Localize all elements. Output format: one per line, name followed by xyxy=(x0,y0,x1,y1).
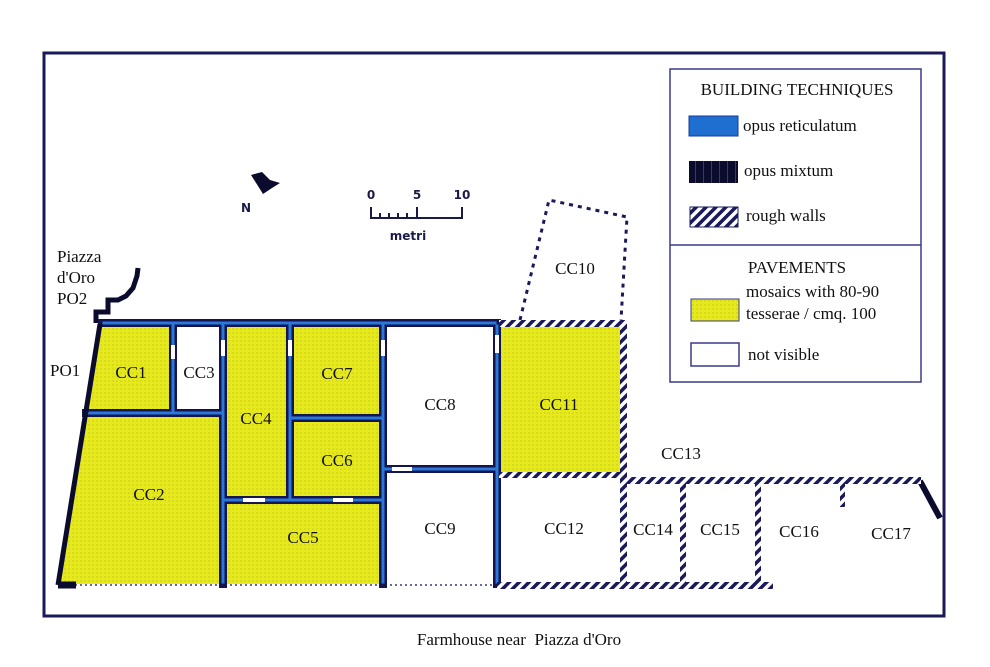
room-cc6: CC6 xyxy=(321,451,352,470)
scale-tick-0: 0 xyxy=(367,188,375,202)
legend-pavements-title: PAVEMENTS xyxy=(748,258,846,277)
mosaic-floors xyxy=(58,325,623,584)
piazza-label-line2: d'Oro xyxy=(57,268,95,287)
legend-mosaic-line2: tesserae / cmq. 100 xyxy=(746,304,876,323)
room-cc17: CC17 xyxy=(871,524,911,543)
cc10-outline xyxy=(518,198,629,321)
po1-label: PO1 xyxy=(50,361,80,380)
mixtum-walls xyxy=(55,267,943,589)
room-cc10: CC10 xyxy=(555,259,595,278)
room-cc11: CC11 xyxy=(539,395,578,414)
room-cc14: CC14 xyxy=(633,520,673,539)
room-cc5: CC5 xyxy=(287,528,318,547)
room-cc16: CC16 xyxy=(779,522,819,541)
room-cc13: CC13 xyxy=(661,444,701,463)
swatch-rough xyxy=(689,206,739,228)
north-label: N xyxy=(241,201,251,215)
swatch-reticulatum xyxy=(688,115,739,137)
legend-mosaic-line1: mosaics with 80-90 xyxy=(746,282,879,301)
legend-reticulatum: opus reticulatum xyxy=(743,116,857,135)
north-arrow-icon xyxy=(251,172,280,194)
outer-frame xyxy=(42,51,946,618)
room-cc15: CC15 xyxy=(700,520,740,539)
legend-techniques-title: BUILDING TECHNIQUES xyxy=(701,80,894,99)
swatch-mosaic xyxy=(690,298,740,322)
po2-label: PO2 xyxy=(57,289,87,308)
room-cc1: CC1 xyxy=(115,363,146,382)
room-cc9: CC9 xyxy=(424,519,455,538)
north-arrow: N xyxy=(241,172,280,215)
room-cc2: CC2 xyxy=(133,485,164,504)
plan-caption: Farmhouse near Piazza d'Oro xyxy=(417,630,621,649)
reticulatum-walls xyxy=(82,319,501,588)
rough-walls xyxy=(497,320,921,589)
room-labels: CC1 CC2 CC3 CC4 CC5 CC6 CC7 CC8 CC9 CC10… xyxy=(115,259,911,547)
legend: BUILDING TECHNIQUES opus reticulatum opu… xyxy=(669,68,922,383)
room-cc3: CC3 xyxy=(183,363,214,382)
room-cc4: CC4 xyxy=(240,409,272,428)
scale-unit: metri xyxy=(390,229,426,243)
piazza-label-line1: Piazza xyxy=(57,247,102,266)
swatch-not-visible xyxy=(690,342,740,367)
swatch-mixtum xyxy=(689,161,738,183)
legend-mixtum: opus mixtum xyxy=(744,161,833,180)
room-cc8: CC8 xyxy=(424,395,455,414)
scale-tick-5: 5 xyxy=(413,188,421,202)
legend-rough: rough walls xyxy=(746,206,826,225)
legend-not-visible: not visible xyxy=(748,345,819,364)
room-cc12: CC12 xyxy=(544,519,584,538)
scale-tick-10: 10 xyxy=(454,188,471,202)
scale-bar xyxy=(370,207,463,219)
room-cc7: CC7 xyxy=(321,364,353,383)
place-labels: Piazza d'Oro PO2 PO1 xyxy=(50,247,102,380)
